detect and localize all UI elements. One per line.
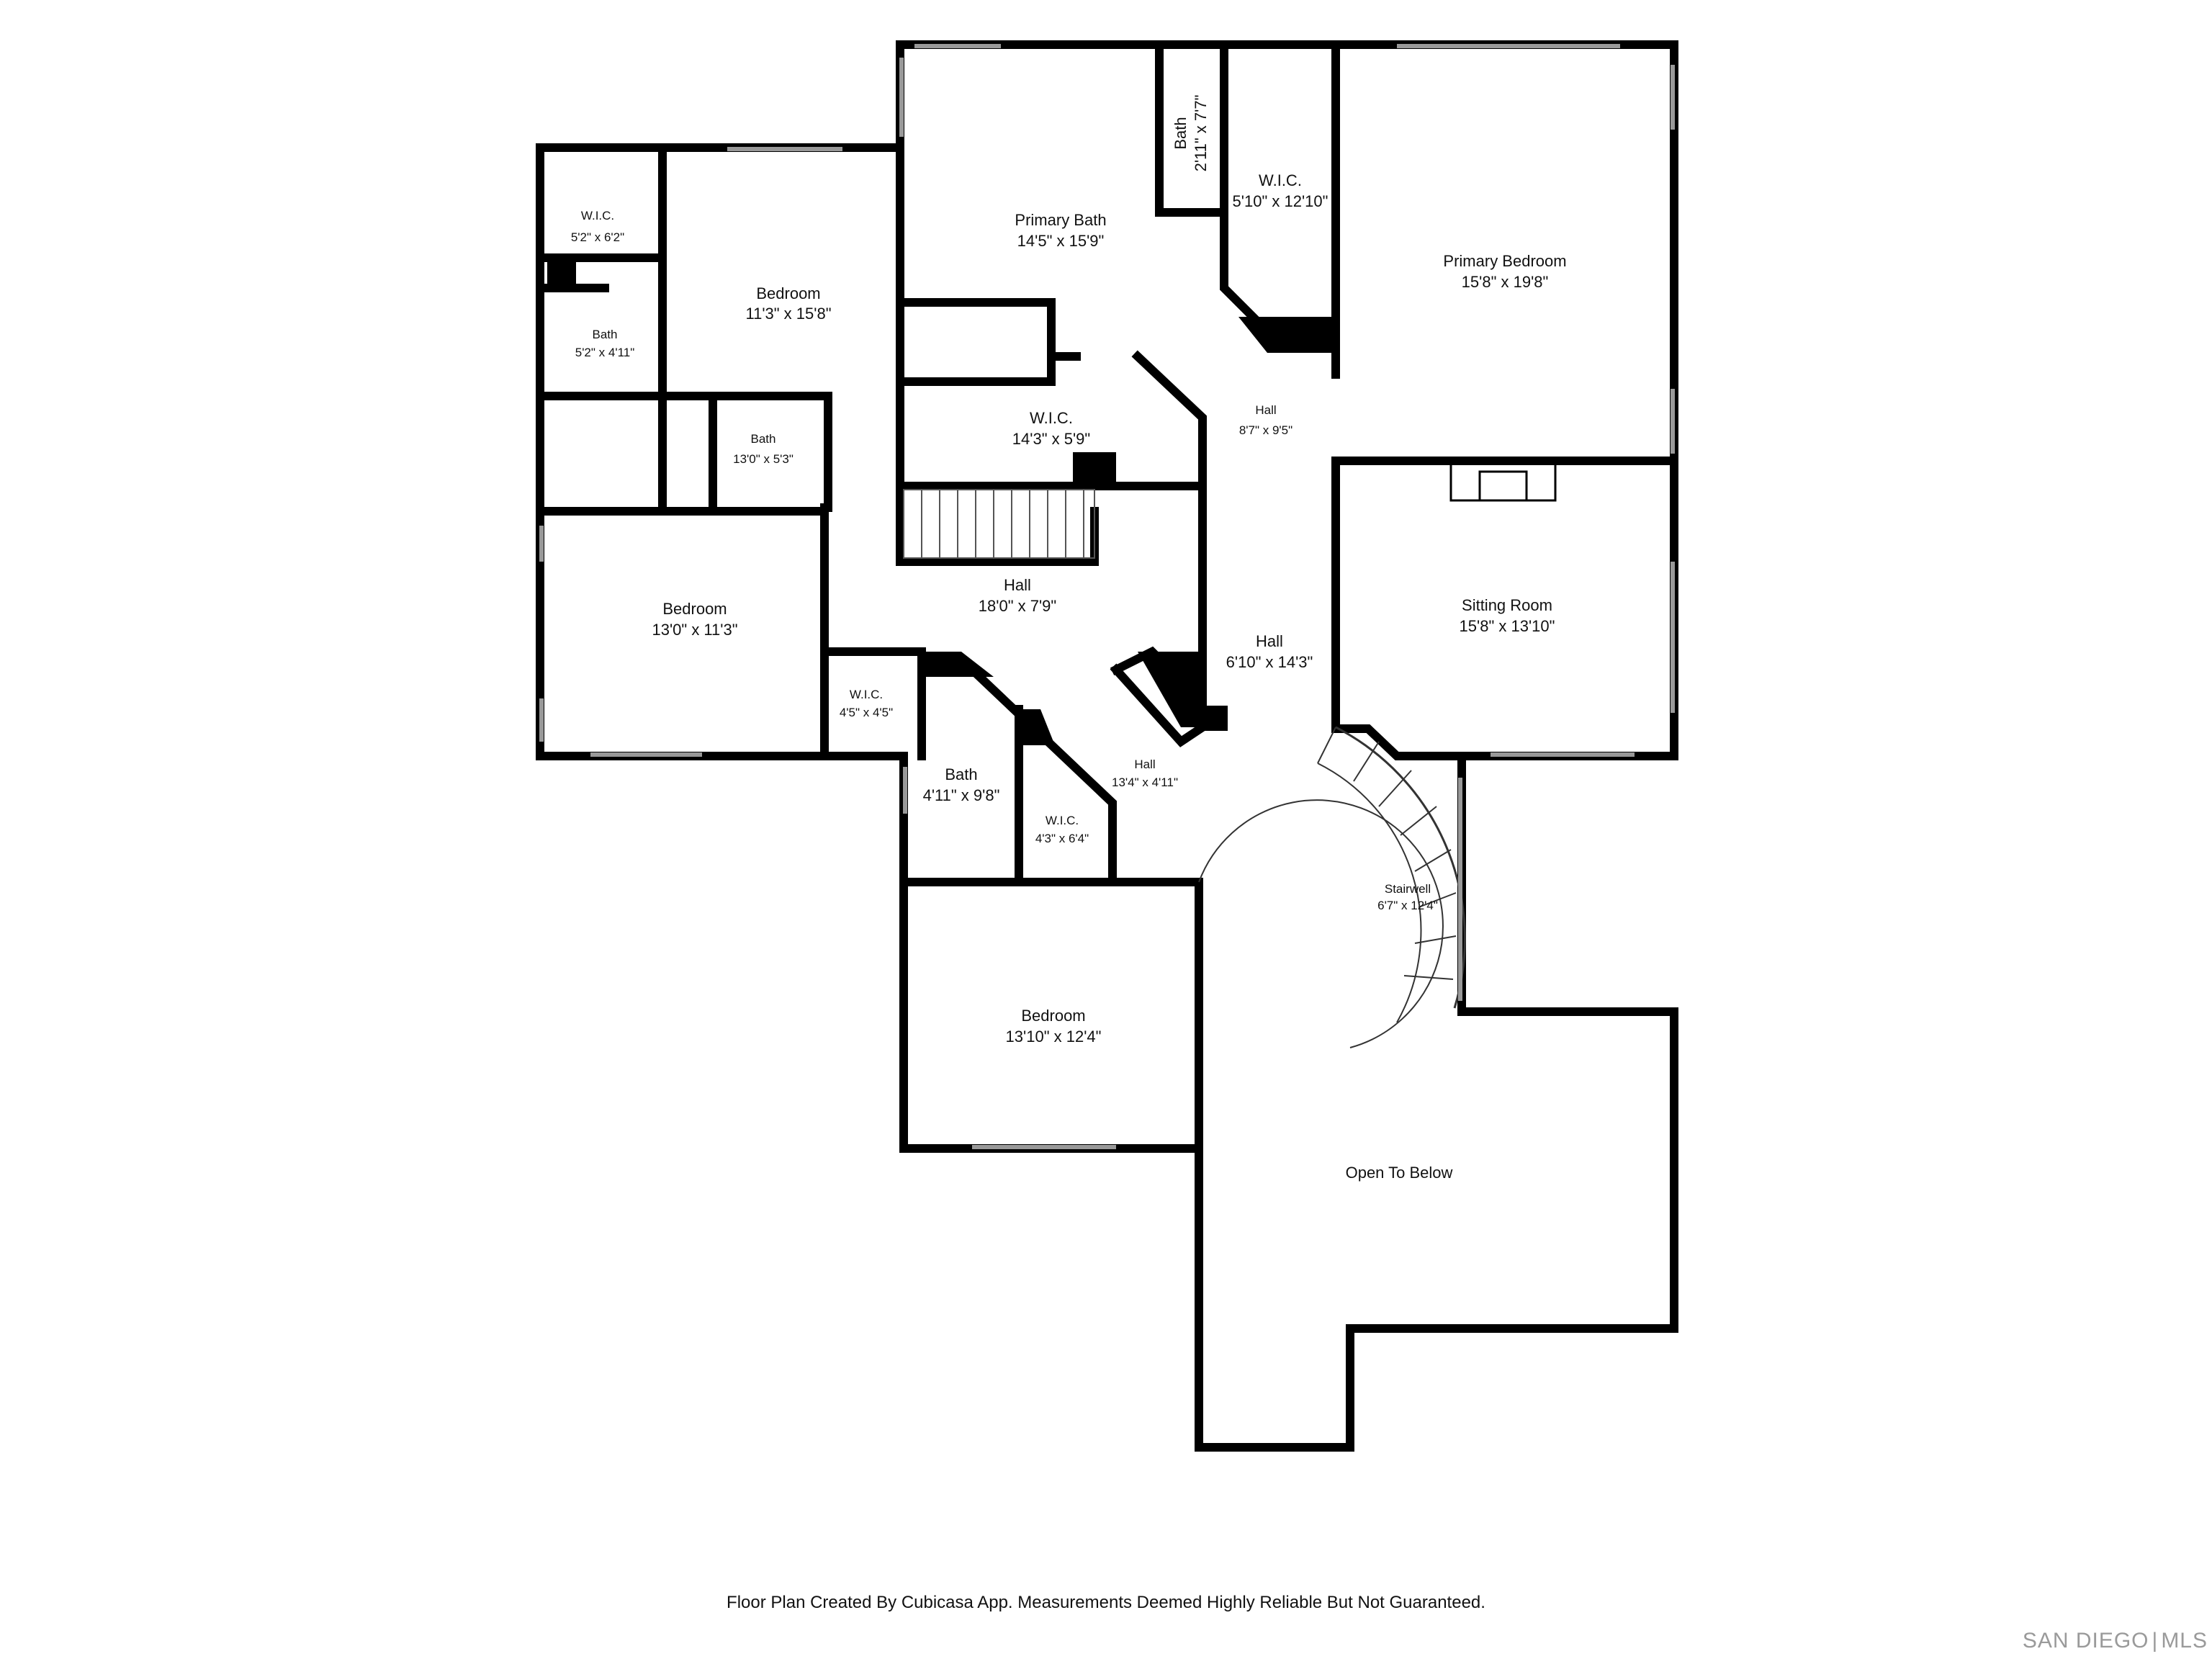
svg-text:5'2" x 4'11": 5'2" x 4'11" [575, 346, 635, 359]
svg-text:Sitting Room: Sitting Room [1462, 596, 1552, 614]
svg-text:6'7" x 12'4": 6'7" x 12'4" [1377, 899, 1438, 912]
room-open-to-below: Open To Below [1346, 1164, 1453, 1182]
svg-text:Bath: Bath [945, 765, 977, 783]
room-bedroom-s: Bedroom 13'10" x 12'4" [1006, 1007, 1102, 1046]
wall-primary-bath-box [899, 298, 1056, 386]
room-sitting-room: Sitting Room 15'8" x 13'10" [1460, 596, 1555, 635]
spiral-stairs [1198, 726, 1466, 1048]
svg-text:4'3" x 6'4": 4'3" x 6'4" [1035, 832, 1089, 845]
svg-text:4'11" x 9'8": 4'11" x 9'8" [923, 786, 1000, 804]
wall-open-to-below [1195, 1007, 1678, 1452]
svg-text:13'0" x 5'3": 13'0" x 5'3" [733, 452, 793, 466]
svg-text:Bedroom: Bedroom [662, 600, 727, 618]
svg-text:15'8" x 13'10": 15'8" x 13'10" [1460, 617, 1555, 635]
room-bath-s: Bath 4'11" x 9'8" [923, 765, 1000, 804]
svg-text:18'0" x 7'9": 18'0" x 7'9" [979, 597, 1056, 615]
room-wic-nw: W.I.C. 5'2" x 6'2" [571, 209, 624, 244]
room-bath-middle: Bath 13'0" x 5'3" [733, 432, 793, 466]
svg-text:2'11" x 7'7": 2'11" x 7'7" [1192, 95, 1210, 172]
svg-text:Bath: Bath [1172, 117, 1190, 149]
svg-text:5'10" x 12'10": 5'10" x 12'10" [1233, 192, 1328, 210]
wall-wic-primary [1220, 46, 1340, 336]
svg-text:Bedroom: Bedroom [1021, 1007, 1085, 1025]
svg-text:Hall: Hall [1134, 757, 1155, 771]
svg-text:14'3" x 5'9": 14'3" x 5'9" [1012, 430, 1090, 448]
room-hall-upper: Hall 8'7" x 9'5" [1239, 403, 1292, 437]
disclaimer-footer: Floor Plan Created By Cubicasa App. Meas… [727, 1593, 1485, 1612]
svg-text:Bedroom: Bedroom [756, 284, 820, 302]
svg-text:15'8" x 19'8": 15'8" x 19'8" [1462, 273, 1549, 291]
room-primary-bath: Primary Bath 14'5" x 15'9" [1015, 211, 1106, 250]
svg-text:13'10" x 12'4": 13'10" x 12'4" [1006, 1028, 1102, 1046]
svg-text:Bath: Bath [593, 328, 618, 341]
svg-text:4'5" x 4'5": 4'5" x 4'5" [840, 706, 893, 719]
room-labels: W.I.C. 5'2" x 6'2" Bath 5'2" x 4'11" Bed… [571, 95, 1567, 1182]
svg-text:Primary Bedroom: Primary Bedroom [1443, 252, 1566, 270]
room-stairwell: Stairwell 6'7" x 12'4" [1377, 882, 1438, 912]
wall-wic-middle [899, 350, 1207, 490]
svg-text:W.I.C.: W.I.C. [581, 209, 614, 222]
svg-text:Bath: Bath [751, 432, 776, 446]
svg-text:Hall: Hall [1255, 403, 1276, 417]
svg-text:13'0" x 11'3": 13'0" x 11'3" [652, 621, 737, 639]
room-wic-s: W.I.C. 4'3" x 6'4" [1035, 814, 1089, 845]
wall-fills [547, 258, 1336, 745]
svg-text:Primary Bath: Primary Bath [1015, 211, 1106, 229]
svg-text:W.I.C.: W.I.C. [1046, 814, 1079, 827]
brand-right: MLS [2161, 1629, 2208, 1653]
room-bath-nw: Bath 5'2" x 4'11" [575, 328, 635, 359]
svg-text:14'5" x 15'9": 14'5" x 15'9" [1017, 232, 1105, 250]
svg-text:W.I.C.: W.I.C. [850, 688, 883, 701]
svg-text:8'7" x 9'5": 8'7" x 9'5" [1239, 423, 1292, 437]
wall-north-outer [896, 40, 1678, 760]
room-bedroom-w: Bedroom 13'0" x 11'3" [652, 600, 737, 639]
room-primary-bedroom: Primary Bedroom 15'8" x 19'8" [1443, 252, 1566, 291]
brand-left: SAN DIEGO [2022, 1629, 2149, 1653]
svg-text:5'2" x 6'2": 5'2" x 6'2" [571, 230, 624, 244]
svg-text:11'3" x 15'8": 11'3" x 15'8" [745, 305, 831, 323]
svg-text:Hall: Hall [1256, 632, 1283, 650]
brand-logo: SAN DIEGO|MLS [2023, 1629, 2208, 1653]
brand-separator: | [2152, 1629, 2159, 1653]
svg-text:W.I.C.: W.I.C. [1259, 171, 1302, 189]
fireplace [1449, 459, 1557, 502]
svg-text:6'10" x 14'3": 6'10" x 14'3" [1226, 653, 1313, 671]
svg-text:Open To Below: Open To Below [1346, 1164, 1453, 1182]
room-wic-middle: W.I.C. 14'3" x 5'9" [1012, 409, 1090, 448]
windows [539, 44, 1675, 1149]
room-hall-center: Hall 6'10" x 14'3" [1226, 632, 1313, 671]
svg-text:Hall: Hall [1004, 576, 1031, 594]
room-wic-primary: W.I.C. 5'10" x 12'10" [1233, 171, 1328, 210]
room-hall-lower: Hall 13'4" x 4'11" [1112, 757, 1178, 789]
wall-wic-sw [820, 647, 926, 760]
svg-text:Stairwell: Stairwell [1385, 882, 1431, 896]
room-hall-main: Hall 18'0" x 7'9" [979, 576, 1056, 615]
room-bedroom-nw: Bedroom 11'3" x 15'8" [745, 284, 831, 323]
room-wic-sw: W.I.C. 4'5" x 4'5" [840, 688, 893, 719]
room-bath-small: Bath 2'11" x 7'7" [1172, 95, 1210, 172]
svg-text:W.I.C.: W.I.C. [1030, 409, 1073, 427]
wall-wic-nw [543, 143, 832, 512]
svg-text:13'4" x 4'11": 13'4" x 4'11" [1112, 775, 1178, 789]
main-stairs [903, 489, 1095, 559]
